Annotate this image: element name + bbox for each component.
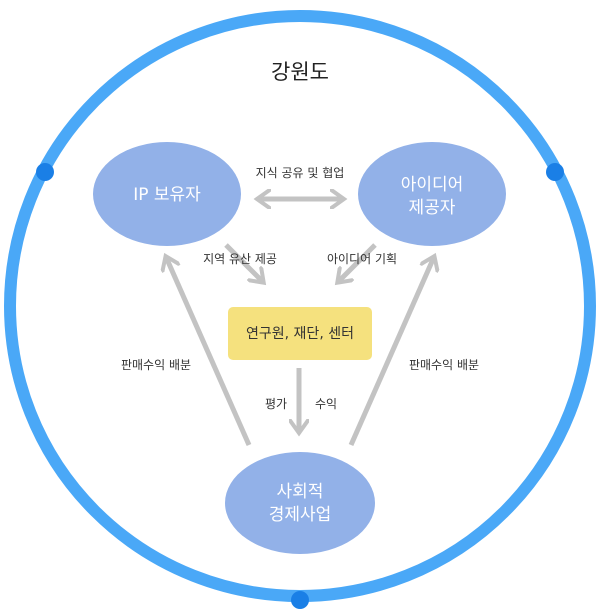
arrow-idea-planning bbox=[338, 243, 377, 282]
arrow-sales-left bbox=[166, 257, 252, 447]
label-sales-right: 판매수익 배분 bbox=[409, 358, 479, 372]
ring-dot-bottom bbox=[291, 591, 309, 609]
region-title: 강원도 bbox=[271, 60, 329, 84]
arrow-local-heritage bbox=[224, 243, 263, 282]
idea-provider-label-line2: 제공자 bbox=[409, 198, 456, 218]
label-local-heritage: 지역 유산 제공 bbox=[203, 252, 277, 266]
center-label: 연구원, 재단, 센터 bbox=[246, 326, 354, 342]
arrow-sales-right bbox=[348, 257, 434, 447]
social-enterprise-label-line1: 사회적 bbox=[277, 482, 324, 502]
ip-holder-label: IP 보유자 bbox=[133, 185, 201, 205]
center-node bbox=[228, 307, 372, 360]
arrows bbox=[166, 199, 434, 447]
label-revenue: 수익 bbox=[315, 397, 337, 411]
ring-dot-left bbox=[36, 163, 54, 181]
label-evaluation: 평가 bbox=[265, 397, 287, 411]
label-idea-planning: 아이디어 기획 bbox=[327, 252, 397, 266]
ip-holder-node bbox=[93, 142, 241, 246]
idea-provider-node bbox=[358, 142, 506, 246]
label-sales-left: 판매수익 배분 bbox=[121, 358, 191, 372]
ring-dot-right bbox=[546, 163, 564, 181]
idea-provider-label-line1: 아이디어 bbox=[401, 175, 464, 195]
label-knowledge-sharing: 지식 공유 및 협업 bbox=[256, 166, 345, 180]
social-enterprise-node bbox=[225, 452, 375, 554]
social-enterprise-label-line2: 경제사업 bbox=[269, 505, 332, 525]
